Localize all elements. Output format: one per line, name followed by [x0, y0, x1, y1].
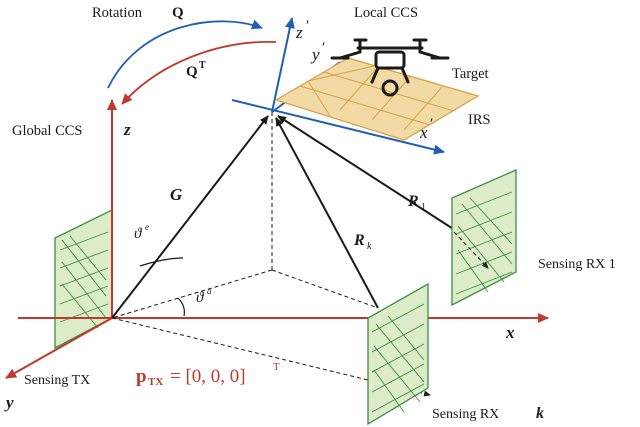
- rotation-back-arrow: [121, 41, 277, 105]
- rotation-symbol: Q: [172, 5, 184, 21]
- sensing-rx1-antenna: [451, 169, 517, 307]
- local-x-prime: ′: [430, 116, 433, 132]
- vector-g-label: G: [170, 185, 183, 204]
- azimuth-angle-label: ϑ: [196, 290, 205, 306]
- global-y-label: y: [4, 393, 14, 412]
- vector-rk-sub: k: [367, 241, 372, 252]
- channel-vectors: [111, 115, 459, 319]
- elevation-angle-label: ϑ: [134, 226, 143, 242]
- azimuth-angle-arc: [177, 297, 185, 317]
- rotation-forward-arrow: [107, 19, 263, 89]
- local-y-prime: ′: [322, 40, 325, 56]
- drone-icon: [330, 38, 450, 97]
- projection-lines: [111, 112, 431, 397]
- irs-label: IRS: [468, 112, 491, 128]
- ptx-equation: = [0, 0, 0]: [170, 366, 246, 387]
- sensing-tx-antenna: [54, 208, 113, 350]
- labels: Rotation Q Q T Local CCS Global CCS Targ…: [4, 5, 616, 422]
- elevation-angle-sup: e: [145, 222, 149, 232]
- vector-r1-label: R: [407, 193, 419, 210]
- azimuth-angle-sup: a: [207, 286, 212, 296]
- local-x-axis: [231, 99, 445, 155]
- local-z-label: z: [295, 23, 303, 42]
- rotation-label: Rotation: [92, 5, 143, 21]
- sensing-rxk-antenna: [367, 282, 429, 426]
- target-label: Target: [452, 66, 489, 82]
- global-x-label: x: [505, 323, 515, 342]
- vector-r1-sub: 1: [421, 202, 426, 213]
- local-z-axis: [271, 17, 295, 113]
- elevation-angle-arc: [139, 257, 184, 267]
- local-ccs-label: Local CCS: [354, 5, 418, 21]
- vector-g: [111, 115, 269, 319]
- global-y-axis: [5, 317, 113, 379]
- sensing-rxk-k: k: [536, 405, 544, 422]
- local-y-label: y: [310, 45, 320, 64]
- global-axes: [5, 99, 549, 379]
- ptx-subscript: TX: [148, 376, 163, 388]
- rotation-t-sup: T: [199, 60, 206, 71]
- vector-r1: [277, 115, 459, 233]
- sensing-rxk-label: Sensing RX: [432, 407, 499, 422]
- global-z-label: z: [123, 120, 131, 139]
- rotation-t-symbol: Q: [186, 64, 198, 80]
- vector-rk: [275, 117, 379, 309]
- ptx-symbol: p: [136, 366, 147, 387]
- vector-rk-label: R: [353, 232, 365, 249]
- sensing-tx-label: Sensing TX: [24, 373, 90, 388]
- local-x-label: x: [419, 123, 428, 142]
- local-z-prime: ′: [306, 18, 309, 34]
- sensing-rx1-label: Sensing RX 1: [538, 257, 616, 272]
- global-ccs-label: Global CCS: [12, 123, 83, 139]
- irs-panel: [274, 57, 480, 141]
- ptx-superscript: T: [273, 361, 280, 373]
